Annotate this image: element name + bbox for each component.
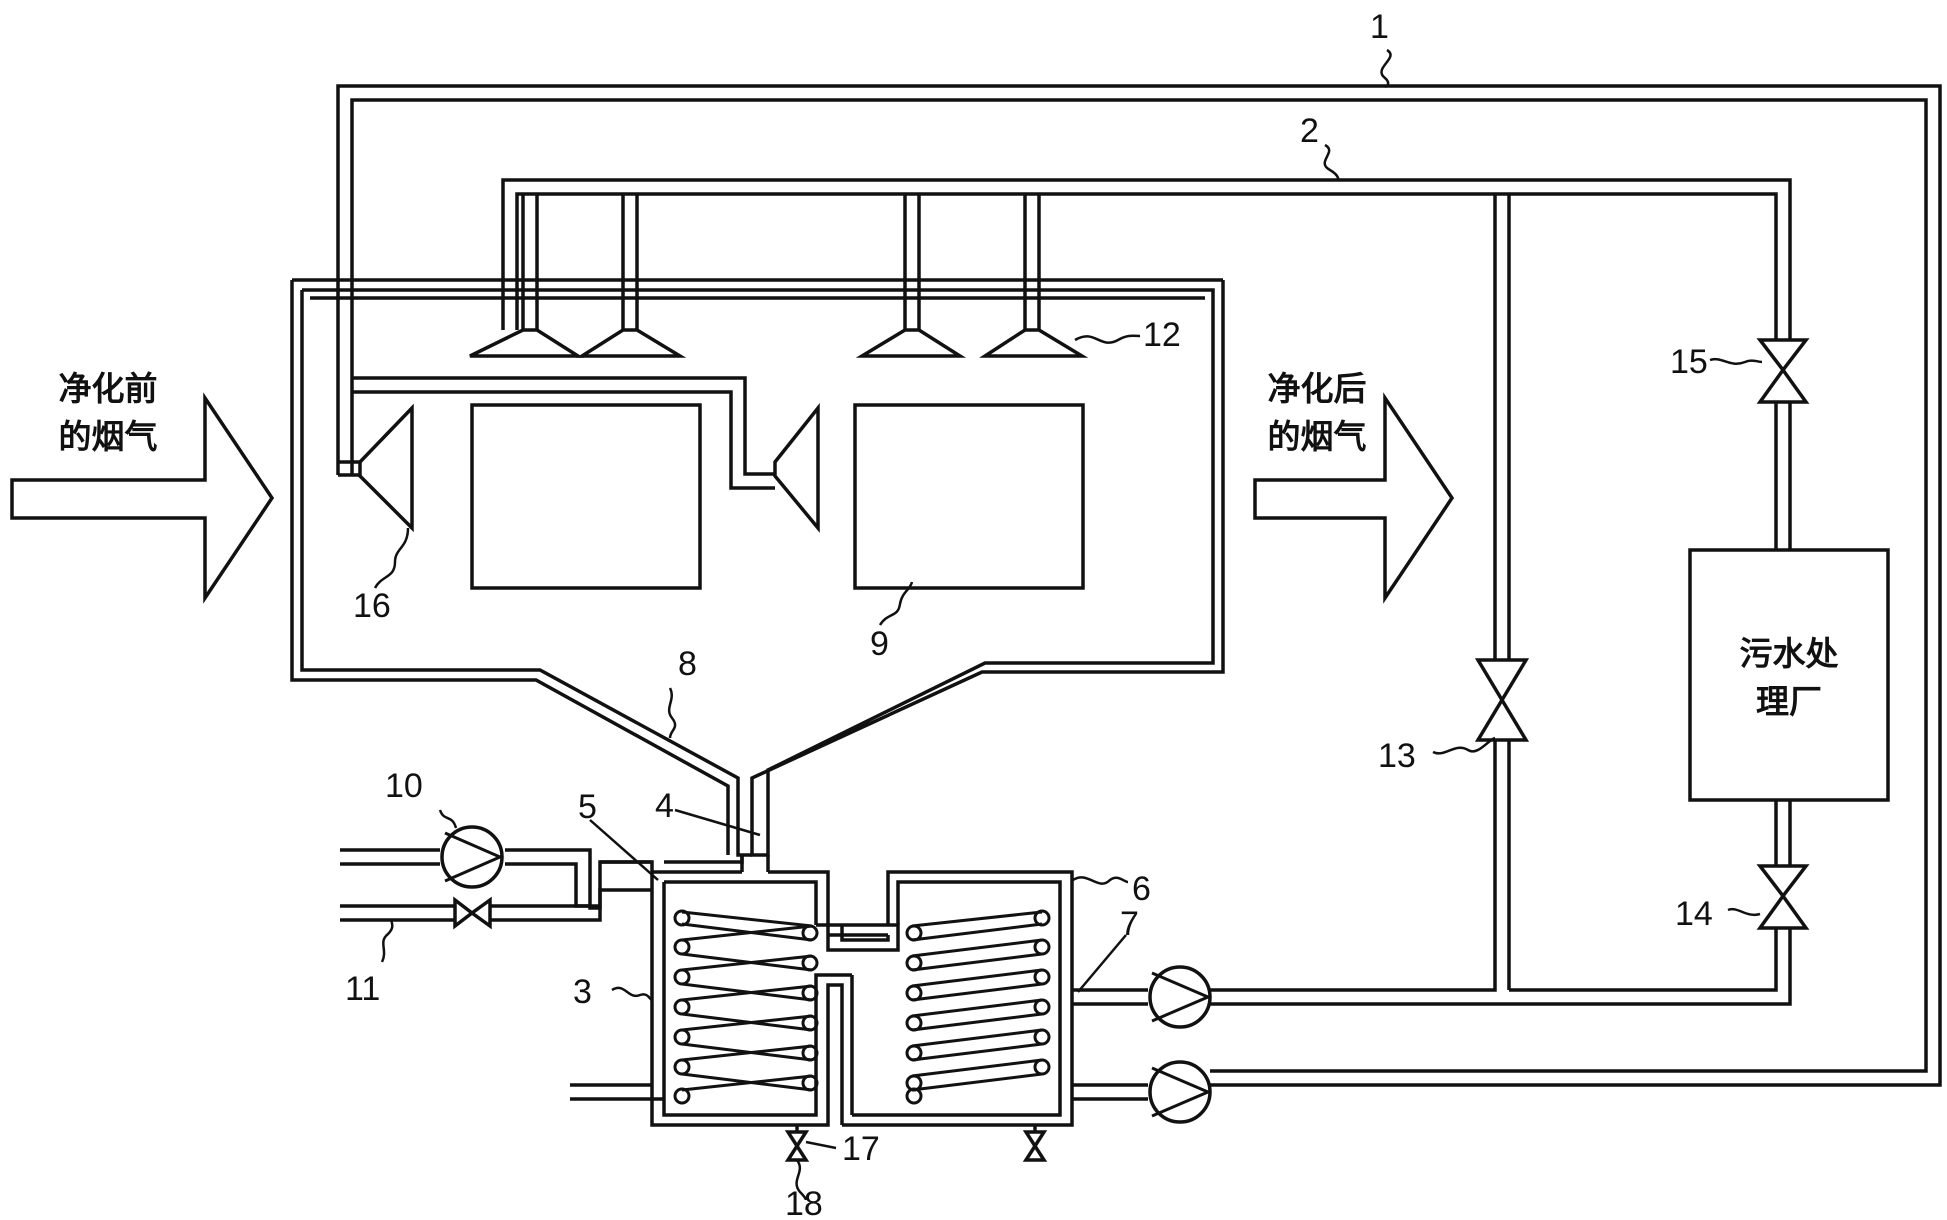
callout-2: 2 [1300,112,1319,150]
collector-block-left [470,403,702,590]
leader-lines [373,48,1763,1201]
spray-nozzles [469,328,1089,358]
pump-7-mark [1151,971,1212,1023]
funnel-neck [740,855,770,872]
valve-11 [453,896,492,930]
callout-9: 9 [870,625,889,663]
callout-11: 11 [345,970,380,1008]
inlet-label-line2: 的烟气 [59,417,158,456]
outlet-label-line2: 的烟气 [1268,417,1367,456]
treatment-label-line1: 污水处 [1740,634,1839,673]
coils-right [905,909,1051,1105]
callout-10: 10 [385,767,423,805]
valve-13 [1474,658,1530,742]
callout-13: 13 [1378,737,1416,775]
pump-10-mark [444,831,504,883]
callout-18: 18 [785,1185,823,1220]
left-inlet-pipes [340,848,744,1101]
callout-numbers: 1 2 3 4 5 6 7 8 9 10 11 12 13 14 15 16 1… [345,8,1713,1220]
inlet-label-line1: 净化前 [59,369,158,408]
side-nozzles [338,402,820,533]
valve-15 [1756,338,1810,404]
drain-valve-right [1022,1130,1048,1162]
pipe-2 [501,178,1792,660]
outlet-arrow [1253,392,1455,604]
drain-valve-left [784,1130,810,1162]
callout-8: 8 [678,645,697,683]
outlet-label-line1: 净化后 [1268,369,1367,408]
callout-4: 4 [655,787,674,825]
coils-left [673,909,819,1105]
right-outlet-pipes [1072,740,1792,1101]
pipe-14-down [1774,928,1792,955]
callout-12: 12 [1143,316,1181,354]
valve-14 [1756,864,1810,930]
callout-5: 5 [578,788,597,826]
tank-right [752,870,1074,1127]
pipe-plant-to-14 [1774,800,1792,866]
callout-7: 7 [1120,905,1139,943]
callout-17: 17 [842,1130,880,1168]
pipe-1 [336,84,1942,1087]
callout-16: 16 [353,587,391,625]
callout-6: 6 [1132,870,1151,908]
pipe-15-to-plant [1774,402,1792,550]
sewage-treatment-plant [1688,548,1890,802]
pump-lower-mark [1151,1066,1212,1118]
callout-3: 3 [573,973,592,1011]
callout-14: 14 [1675,895,1713,933]
treatment-label-line2: 理厂 [1756,682,1822,721]
collector-block-right [853,403,1085,590]
callout-15: 15 [1670,343,1708,381]
inlet-arrow [10,392,275,604]
callout-1: 1 [1370,8,1389,46]
tank-left [650,870,900,1127]
